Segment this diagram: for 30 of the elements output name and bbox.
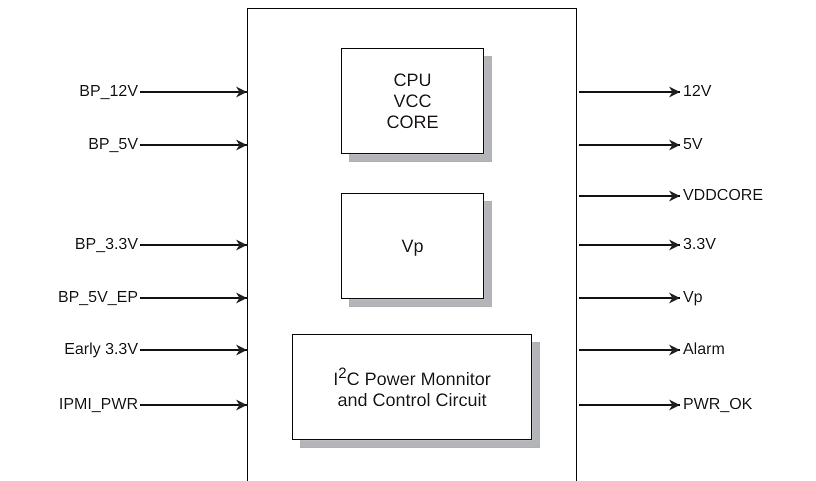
signal-label: IPMI_PWR [58, 395, 138, 415]
signal-label: BP_5V_EP [58, 288, 138, 308]
arrow [579, 86, 680, 98]
block-label: Vp [400, 236, 425, 256]
arrow [140, 400, 247, 410]
arrow [140, 344, 247, 356]
signal-label: BP_3.3V [74, 235, 138, 255]
signal-label: BP_5V [88, 135, 138, 155]
signal-label: 3.3V [683, 235, 716, 255]
arrow [579, 344, 680, 356]
signal-label: Alarm [683, 340, 725, 360]
block-label: CPU VCC CORE [385, 70, 440, 132]
arrow [579, 190, 680, 202]
arrow [579, 140, 680, 150]
signal-label: BP_12V [79, 82, 138, 102]
arrow [140, 86, 247, 98]
arrow [140, 240, 247, 250]
arrow [579, 240, 680, 250]
signal-label: Vp [683, 288, 703, 308]
arrow [579, 292, 680, 304]
signal-label: Early 3.3V [64, 340, 138, 360]
arrow [140, 292, 247, 304]
signal-label: PWR_OK [683, 395, 752, 415]
arrow [579, 400, 680, 410]
signal-label: VDDCORE [683, 186, 764, 206]
signal-label: 12V [683, 82, 712, 102]
signal-label: 5V [683, 135, 703, 155]
arrow [140, 140, 247, 150]
block-label: I$^{2}$C Power Monnitor and Control Circuit [332, 364, 492, 411]
main-block [247, 8, 577, 481]
